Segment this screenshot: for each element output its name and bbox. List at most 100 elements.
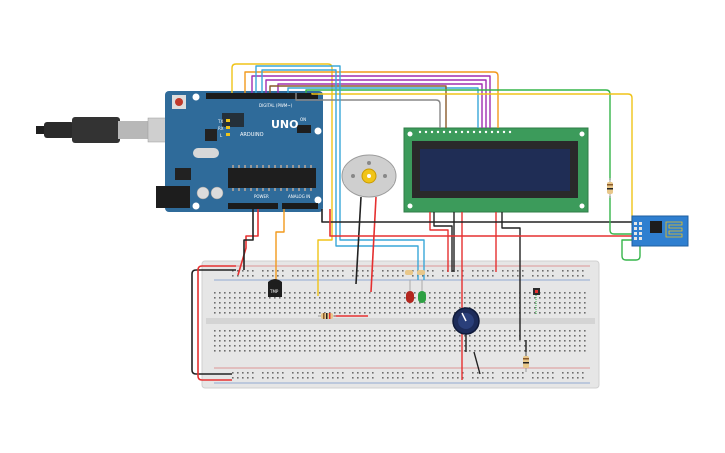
breadboard-hole xyxy=(319,330,321,332)
breadboard-hole xyxy=(574,292,576,294)
led-green[interactable] xyxy=(417,270,426,303)
breadboard-hole xyxy=(302,270,304,272)
breadboard-hole xyxy=(509,302,511,304)
breadboard-hole xyxy=(444,312,446,314)
breadboard-hole xyxy=(399,335,401,337)
wire-motor-vcc[interactable] xyxy=(370,196,377,293)
lcd-display[interactable] xyxy=(403,127,589,213)
breadboard-hole xyxy=(472,377,474,379)
breadboard-hole xyxy=(429,297,431,299)
breadboard-hole xyxy=(329,345,331,347)
wire-esp-gnd[interactable] xyxy=(321,209,632,223)
wire-lcd-vcc[interactable] xyxy=(429,212,449,272)
breadboard-hole xyxy=(564,330,566,332)
wire-blue-led-2[interactable] xyxy=(255,65,425,280)
breadboard-hole xyxy=(307,275,309,277)
breadboard-hole xyxy=(534,340,536,342)
breadboard-hole xyxy=(419,330,421,332)
wire-esp-loop[interactable] xyxy=(621,239,641,261)
breadboard-hole xyxy=(374,302,376,304)
wire-yellow-esp[interactable] xyxy=(311,93,633,225)
breadboard-hole xyxy=(314,297,316,299)
wire-yellow-top[interactable] xyxy=(231,63,333,296)
breadboard-hole xyxy=(224,312,226,314)
digital-header[interactable] xyxy=(206,93,318,99)
breadboard-hole xyxy=(234,350,236,352)
wire-left-vcc[interactable] xyxy=(197,265,236,381)
wire-orange-top[interactable] xyxy=(244,71,499,128)
breadboard-hole xyxy=(294,345,296,347)
breadboard-hole xyxy=(419,307,421,309)
wire-blue-led[interactable] xyxy=(261,69,419,280)
breadboard-hole xyxy=(279,302,281,304)
breadboard-hole xyxy=(319,307,321,309)
breadboard-hole xyxy=(324,350,326,352)
wire-left-gnd[interactable] xyxy=(191,269,236,375)
breadboard-hole xyxy=(424,335,426,337)
wire-gray-lcd[interactable] xyxy=(295,93,441,128)
breadboard-hole xyxy=(249,312,251,314)
breadboard-hole xyxy=(444,307,446,309)
wire-lcd-k[interactable] xyxy=(501,212,521,340)
wire-esp-res[interactable] xyxy=(609,196,632,235)
breadboard-hole xyxy=(357,372,359,374)
breadboard-hole xyxy=(459,345,461,347)
breadboard-hole xyxy=(294,340,296,342)
breadboard-hole xyxy=(259,302,261,304)
breadboard-hole xyxy=(379,335,381,337)
wire-pot-b[interactable] xyxy=(473,351,481,375)
breadboard-hole xyxy=(339,297,341,299)
wire-lcd-gnd[interactable] xyxy=(433,212,453,272)
breadboard-hole xyxy=(447,372,449,374)
breadboard-hole xyxy=(509,292,511,294)
breadboard-hole xyxy=(224,297,226,299)
potentiometer[interactable] xyxy=(452,307,480,335)
breadboard-hole xyxy=(334,292,336,294)
breadboard-hole xyxy=(329,335,331,337)
breadboard-hole xyxy=(479,312,481,314)
led-red[interactable] xyxy=(405,270,414,303)
analog-header[interactable] xyxy=(282,203,318,209)
wire-brown-lcd[interactable] xyxy=(269,85,447,128)
wire-gnd[interactable] xyxy=(243,209,254,270)
breadboard-hole xyxy=(372,275,374,277)
breadboard-hole xyxy=(324,340,326,342)
breadboard-hole xyxy=(369,297,371,299)
reset-button[interactable] xyxy=(172,95,186,109)
breadboard-hole xyxy=(304,292,306,294)
breadboard-hole xyxy=(444,350,446,352)
temperature-sensor[interactable]: TMP xyxy=(268,279,282,297)
resistor-1[interactable] xyxy=(318,313,336,319)
breadboard-hole xyxy=(349,312,351,314)
breadboard-hole xyxy=(484,345,486,347)
breadboard[interactable] xyxy=(201,260,600,389)
wire-analog[interactable] xyxy=(275,209,285,282)
breadboard-hole xyxy=(449,350,451,352)
wire-esp-vcc[interactable] xyxy=(329,209,632,237)
breadboard-hole xyxy=(302,377,304,379)
breadboard-hole xyxy=(304,312,306,314)
wire-purple-a[interactable] xyxy=(251,75,491,128)
breadboard-hole xyxy=(434,350,436,352)
breadboard-hole xyxy=(289,297,291,299)
dc-motor[interactable] xyxy=(341,154,397,198)
breadboard-hole xyxy=(409,307,411,309)
wire-blue-lcd[interactable] xyxy=(287,87,479,128)
breadboard-hole xyxy=(299,297,301,299)
wire-purple-b[interactable] xyxy=(265,79,487,128)
wire-motor-gnd[interactable] xyxy=(355,196,362,285)
indicator-led-small[interactable] xyxy=(533,288,540,315)
breadboard-hole xyxy=(547,372,549,374)
breadboard-hole xyxy=(232,275,234,277)
resistor-esp[interactable] xyxy=(607,178,613,198)
breadboard-hole xyxy=(524,335,526,337)
breadboard-hole xyxy=(547,270,549,272)
breadboard-hole xyxy=(457,377,459,379)
wire-purple-c[interactable] xyxy=(277,83,483,128)
arduino-uno[interactable]: UNO ARDUINO DIGITAL (PWM~) POWER ANALOG … xyxy=(36,91,323,212)
resistor-right[interactable] xyxy=(523,352,529,372)
breadboard-hole xyxy=(284,335,286,337)
power-header[interactable] xyxy=(228,203,278,209)
esp8266-module[interactable] xyxy=(631,215,689,247)
breadboard-hole xyxy=(354,307,356,309)
